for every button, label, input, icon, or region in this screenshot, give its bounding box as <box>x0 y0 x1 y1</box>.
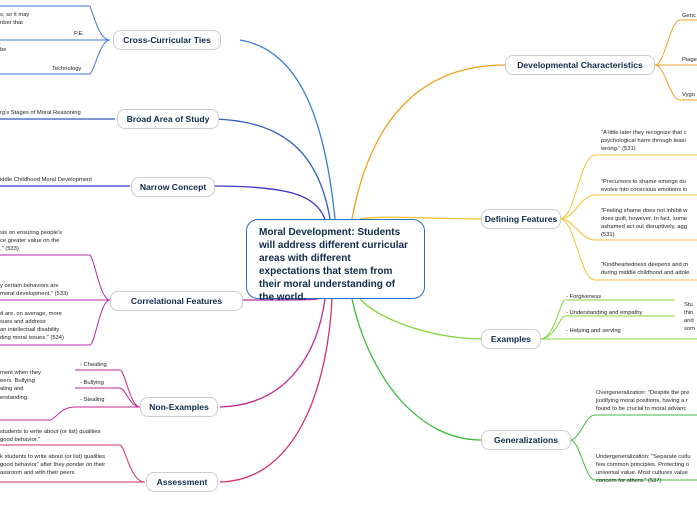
link-generalizations <box>351 298 482 441</box>
subtopic-text: eers. Bullying <box>0 378 35 384</box>
subtopic-text: Vygo <box>682 92 695 98</box>
subtopic-text: justifying moral positions, having a r <box>596 398 688 404</box>
topic-examples[interactable]: Examples <box>481 329 541 349</box>
subtopic-text: students to write about (or list) qualit… <box>0 429 101 435</box>
subtopic-text: ment when they <box>0 370 41 376</box>
subtopic-text: som <box>684 326 695 332</box>
topic-developmental-characteristics[interactable]: Developmental Characteristics <box>505 55 655 75</box>
link-broad-area <box>211 118 331 220</box>
subtopic-text: Undergeneralization: "Separate cultu <box>596 454 691 460</box>
subtopic-text: - Bullying <box>80 380 104 386</box>
subtopic-text: sis on ensuring people's <box>0 230 63 236</box>
subtopic-text: (531) <box>601 232 615 238</box>
subtopic-text: - Stealing <box>80 397 105 403</box>
subtopic-text: P.E. <box>74 31 85 37</box>
subtopic-text: concern for others." (537) <box>596 478 662 484</box>
subtopic-text: - Cheating <box>80 362 107 368</box>
topic-correlational-features[interactable]: Correlational Features <box>110 291 243 311</box>
subtopic-text: universal value. Most cultures value <box>596 470 688 476</box>
subtopic-text: ashamed act out disruptively, agg <box>601 224 687 230</box>
link-narrow-concept <box>211 185 326 220</box>
subtopic-text: during middle childhood and adole <box>601 270 690 276</box>
subtopic-text: ." (533) <box>0 246 19 252</box>
link-defining <box>359 216 482 220</box>
subtopic-text: k students to write about (or list) qual… <box>0 454 106 460</box>
subtopic-text: Stu <box>684 302 693 308</box>
subtopic-text: s, so it may <box>0 12 30 18</box>
subtopic-text: "Precursors to shame emerge du <box>601 179 686 185</box>
subtopic-text: thin <box>684 310 694 316</box>
subtopic-text: assroom and with their peers. <box>0 470 77 476</box>
subtopic-text: be <box>0 47 7 53</box>
topic-defining-features[interactable]: Defining Features <box>481 209 561 229</box>
subtopic-text: wrong." (531) <box>601 146 636 152</box>
subtopic-text: "Feeling shame does not inhibit w <box>601 208 688 214</box>
link-correlational <box>241 298 319 301</box>
link-developmental <box>351 64 506 220</box>
central-topic-text: Moral Development: Students will address… <box>259 227 408 303</box>
subtopic-text: evolve into conscious emotions in <box>601 187 688 193</box>
subtopic-text: moral development." (533) <box>0 291 69 297</box>
subtopic-text: - Helping and serving <box>566 328 621 334</box>
link-non-examples <box>219 298 326 408</box>
topic-assessment[interactable]: Assessment <box>146 472 218 492</box>
topic-narrow-concept[interactable]: Narrow Concept <box>131 177 215 197</box>
topic-broad-area-of-study[interactable]: Broad Area of Study <box>117 109 219 129</box>
subtopic-text: "A little later they recognize that c <box>601 130 687 136</box>
link-cross-curricular <box>239 39 336 220</box>
topic-generalizations[interactable]: Generalizations <box>481 430 571 450</box>
subtopic-text: "Kindheartedness deepens and m <box>601 262 689 268</box>
subtopic-text: few common principles. Protecting o <box>596 462 690 468</box>
subtopic-text: does guilt, however. In fact, some <box>601 216 688 222</box>
subtopic-text: d are, on average, more <box>0 311 62 317</box>
subtopic-text: aling and <box>0 386 24 392</box>
subtopic-text: and <box>684 318 694 324</box>
subtopic-text: psychological harm through teasi <box>601 138 686 144</box>
topic-non-examples[interactable]: Non-Examples <box>140 397 218 417</box>
subtopic-text: y certain behaviors are <box>0 283 59 289</box>
subtopic-text: ding moral issues." (534) <box>0 335 64 341</box>
subtopic-text: iddle Childhood Moral Development <box>0 177 92 183</box>
subtopic-text: ce greater value on the <box>0 238 60 244</box>
subtopic-text: an intellectual disability <box>0 327 60 333</box>
link-assessment <box>219 298 333 483</box>
subtopic-text: found to be crucial to moral advanc <box>596 406 687 412</box>
link-examples <box>359 298 482 340</box>
subtopic-text: erstanding. <box>0 395 29 401</box>
subtopic-text: good behavior." <box>0 437 41 443</box>
subtopic-text: Overgeneralization: "Despite the pre <box>596 390 690 396</box>
subtopic-text: - Forgiveness <box>566 294 602 300</box>
topic-cross-curricular-ties[interactable]: Cross-Curricular Ties <box>113 30 221 50</box>
subtopic-text: sues and address <box>0 319 46 325</box>
subtopic-text: Technology <box>52 66 82 72</box>
central-topic[interactable]: Moral Development: Students will address… <box>246 219 425 303</box>
subtopic-text: Piage <box>682 57 697 63</box>
subtopic-text: nber that <box>0 20 23 26</box>
subtopic-text: good behavior" after they ponder on thei… <box>0 462 106 468</box>
subtopic-text: Genc <box>682 13 696 19</box>
subtopic-text: - Understanding and empathy <box>566 310 643 316</box>
subtopic-text: rg's Stages of Moral Reasoning <box>0 110 81 116</box>
